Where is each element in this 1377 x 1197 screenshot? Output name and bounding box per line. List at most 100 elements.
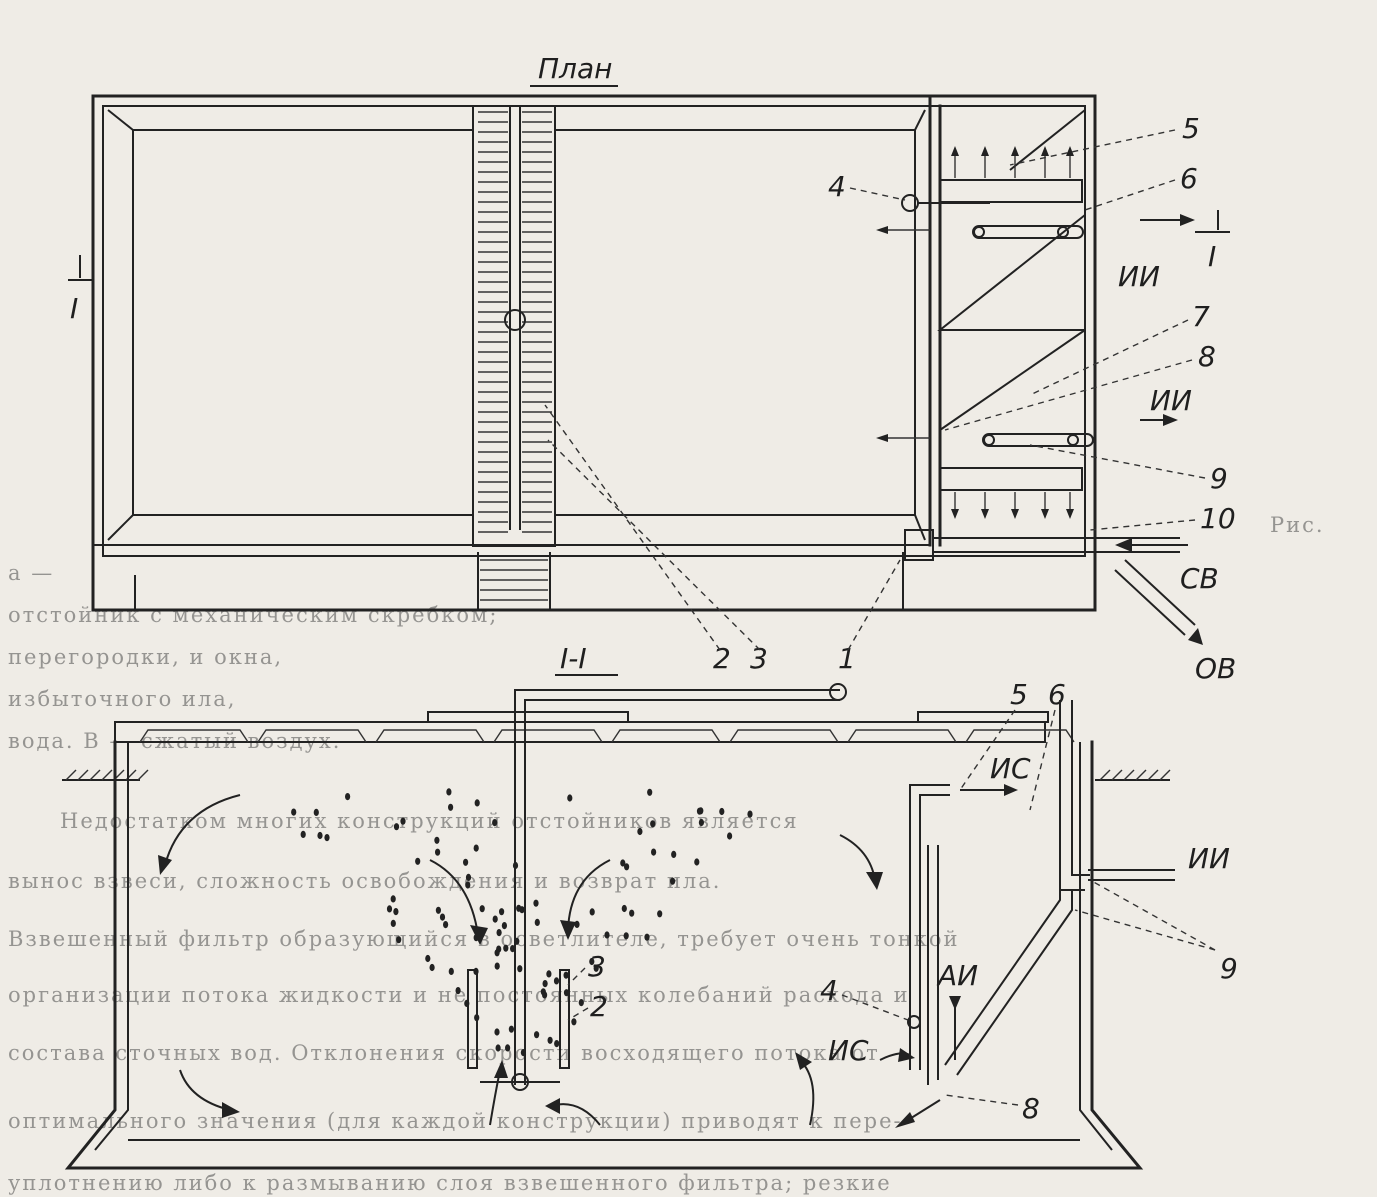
arrow-head [1180, 214, 1195, 226]
leader-line [547, 439, 761, 651]
slab-rib [139, 729, 249, 743]
section-title: I-I [560, 642, 587, 675]
air-bubble [495, 1044, 501, 1052]
baffle-diagonal [1009, 109, 1086, 171]
sludge-pipe [909, 784, 950, 1070]
air-bubbles [291, 788, 753, 1057]
callout-9: 9 [1220, 952, 1238, 985]
air-bubble [589, 957, 595, 966]
air-bubble [567, 794, 573, 802]
middle-compartment [554, 129, 916, 516]
air-bubble [553, 977, 560, 985]
leader-line [567, 1007, 589, 1021]
baffle-diagonal [937, 214, 1086, 331]
pipe-joint [1067, 434, 1079, 446]
bleed-through-text: Рис. а — отстойник с механическим скребк… [8, 513, 1323, 1195]
callout-3: 3 [750, 642, 768, 675]
callout-9: 9 [1210, 462, 1228, 495]
air-bubble [727, 832, 733, 840]
air-bubble [465, 881, 471, 889]
inclined-pipe [944, 885, 1061, 1066]
callout-3: 3 [588, 950, 606, 983]
arrow-head [1066, 146, 1074, 156]
slab-rib [611, 729, 721, 743]
air-bubble [494, 1028, 500, 1036]
slab-ribs [139, 729, 1075, 743]
air-bubble [589, 908, 595, 916]
air-bubble [463, 858, 469, 866]
callout-4: 4 [828, 170, 846, 203]
air-bubble [473, 844, 479, 852]
hatch-line [1111, 769, 1123, 781]
slab-rib [965, 729, 1075, 743]
air-bubble [464, 999, 470, 1008]
air-bubble [446, 788, 452, 796]
air-bubble [694, 858, 700, 866]
hatch-line [89, 769, 101, 781]
leader-line [849, 187, 906, 201]
left-compartment [132, 129, 474, 516]
air-bubble [620, 859, 626, 867]
arrow-head [1041, 146, 1049, 156]
air-bubble [435, 906, 441, 914]
air-bubble [345, 793, 351, 801]
air-bubble [651, 848, 657, 856]
leader-line [1089, 879, 1216, 951]
arrow-head [545, 1098, 560, 1114]
air-bubble [621, 904, 627, 913]
air-bubble [479, 905, 485, 913]
air-bubble [324, 834, 330, 842]
bleed-text: состава сточных вод. Отклонения скорости… [8, 1041, 880, 1065]
hatch-line [1123, 769, 1135, 781]
air-bubble [719, 807, 725, 816]
air-bubble [465, 873, 472, 882]
air-bubble [429, 963, 435, 972]
baffle-diagonal [939, 329, 1086, 431]
leader-line [841, 994, 909, 1021]
valve-symbol [907, 1015, 921, 1029]
hatch-line [101, 769, 113, 781]
air-bubble [415, 857, 421, 865]
leader-line [567, 967, 586, 986]
air-bubble [390, 895, 396, 903]
air-pipe [514, 689, 840, 1085]
outlet-pipe [1071, 700, 1090, 876]
leader-line [1089, 519, 1196, 531]
slab-rib [375, 729, 485, 743]
collection-trough [939, 179, 1083, 203]
bleed-text: Недостатком многих конструкций отстойник… [60, 809, 799, 833]
air-bubble [517, 965, 523, 973]
bleed-text: вынос взвеси, сложность освобождения и в… [8, 869, 721, 893]
callout-8: 8 [1198, 340, 1216, 373]
arrow-head [795, 1052, 812, 1070]
outlet-duct [1114, 569, 1186, 636]
flow-label-is: ИС [990, 752, 1031, 785]
air-bubble [647, 788, 653, 796]
hatch-line [1147, 769, 1159, 781]
callout-6: 6 [1180, 162, 1198, 195]
bleed-text: перегородки, и окна, [8, 645, 283, 669]
section-view: I-I [62, 642, 1238, 1170]
air-bubble [474, 1014, 480, 1022]
air-bubble [547, 1036, 553, 1044]
air-bubble [542, 980, 548, 988]
flow-label-is: ИС [828, 1034, 869, 1067]
arrow-head [1066, 509, 1074, 519]
callout-6: 6 [1048, 678, 1066, 711]
air-bubble [474, 799, 480, 807]
callout-5: 5 [1182, 112, 1200, 145]
bleed-text: отстойник с механическим скребком; [8, 603, 498, 627]
arrow-head [222, 1102, 240, 1118]
air-bubble [509, 945, 516, 953]
air-bubble [313, 808, 319, 817]
tank-inner-wall [94, 742, 129, 1151]
plan-view: План [68, 52, 1236, 685]
air-bubble [390, 919, 396, 928]
cover-slab [427, 711, 629, 723]
air-bubble [512, 861, 519, 870]
air-bubble [629, 909, 635, 917]
air-bubble [534, 1031, 540, 1039]
arrow-head [1041, 509, 1049, 519]
hopper-edge [107, 109, 134, 131]
